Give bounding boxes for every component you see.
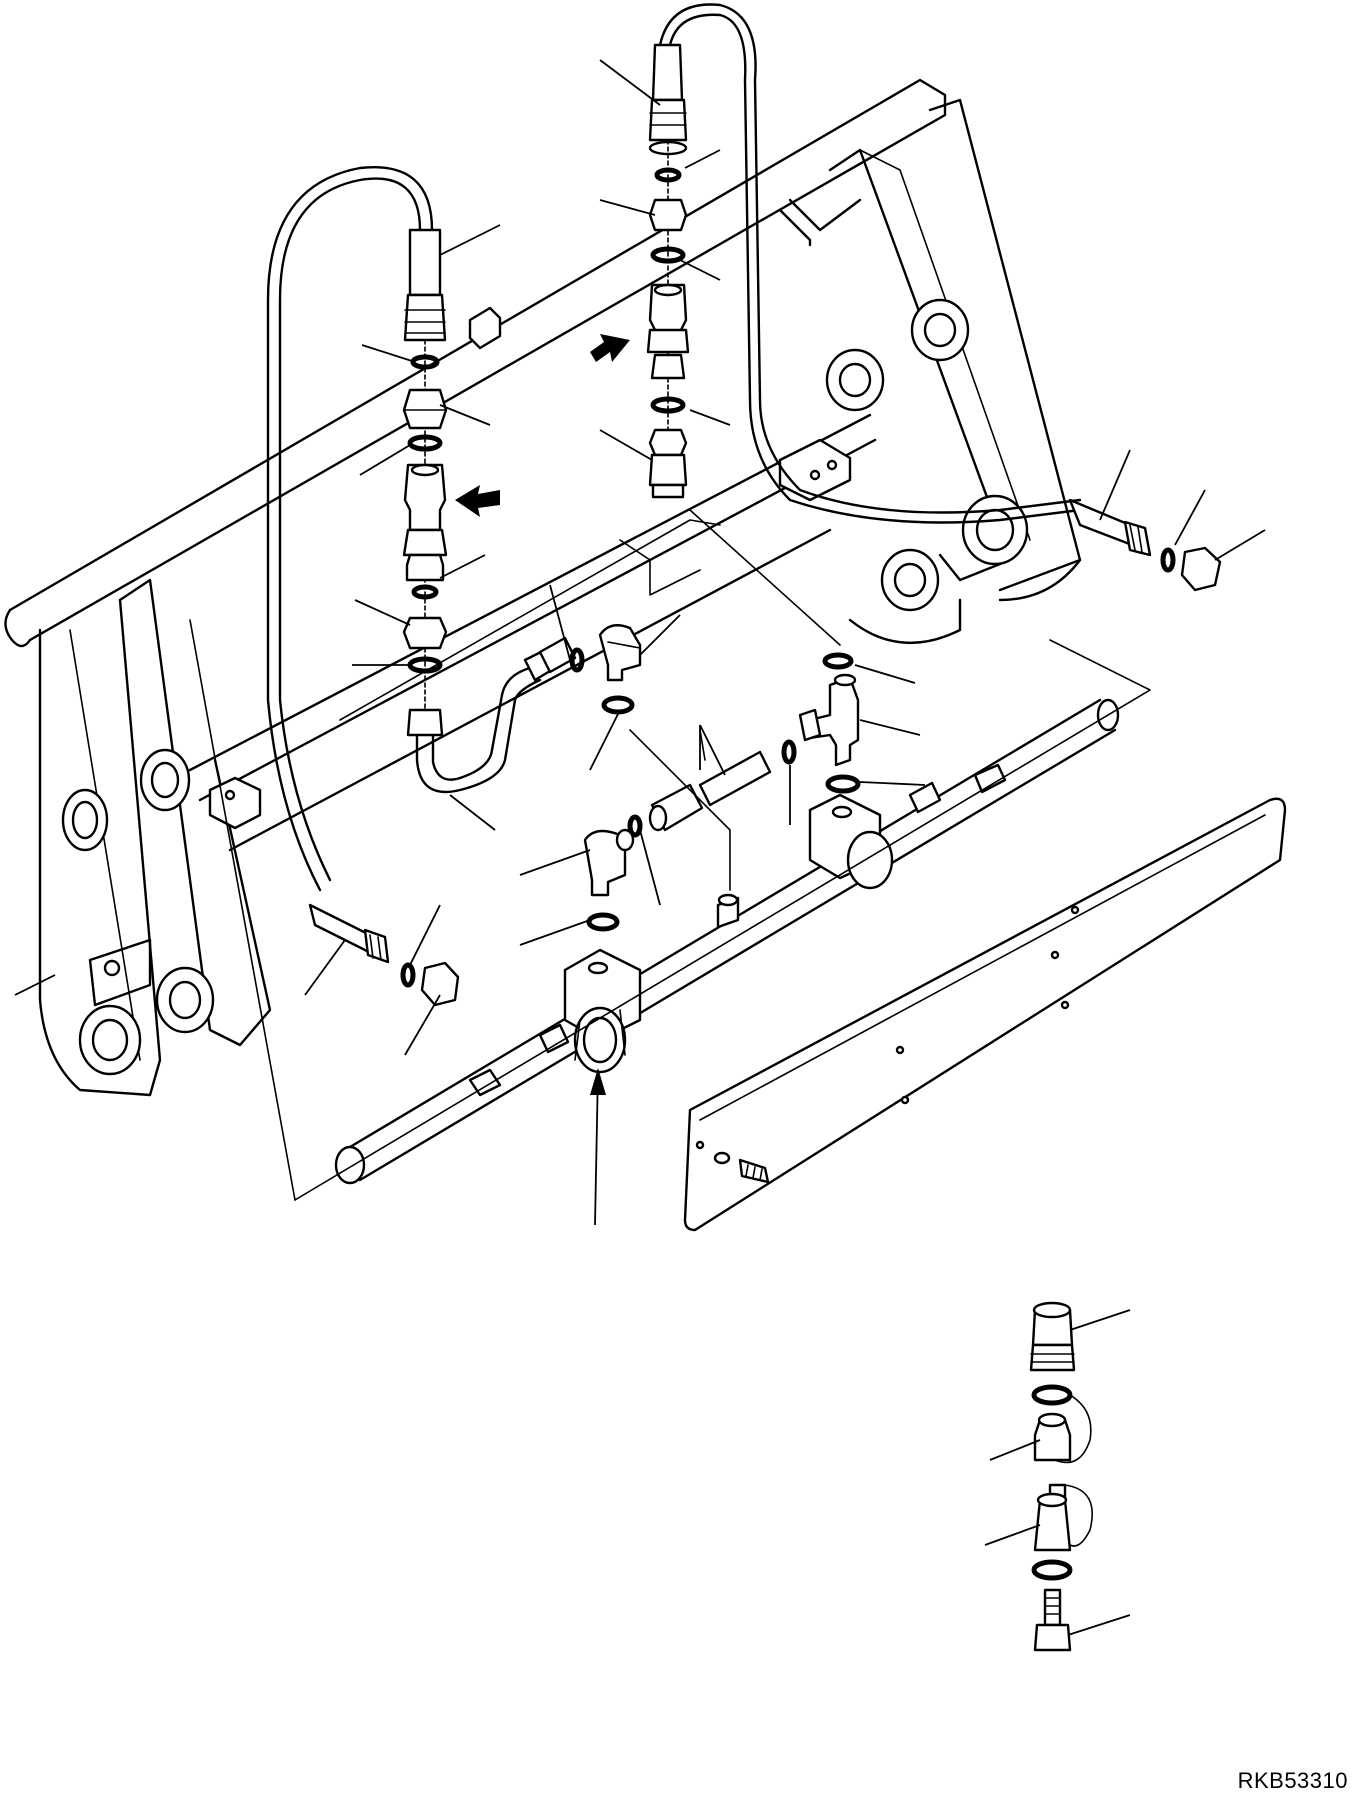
- hydraulic-hoses: [266, 3, 1082, 892]
- callout-leaders: [14, 59, 1266, 1636]
- clamp-cylinder: [334, 698, 1120, 1185]
- quick-coupler-detail: [1029, 1301, 1094, 1652]
- drawing-code-label: RKB53310: [1237, 1768, 1348, 1793]
- cutting-edge-plate: [683, 797, 1287, 1232]
- right-direction-arrow: [590, 334, 630, 362]
- left-direction-arrow: [455, 485, 500, 517]
- right-outlet-fittings: [1068, 498, 1222, 592]
- left-coupler-stack: [402, 228, 585, 794]
- left-outlet-fittings: [308, 903, 460, 1007]
- bucket-frame: [4, 78, 1082, 1097]
- center-fittings: [189, 509, 1151, 1201]
- right-coupler-stack: [590, 43, 690, 499]
